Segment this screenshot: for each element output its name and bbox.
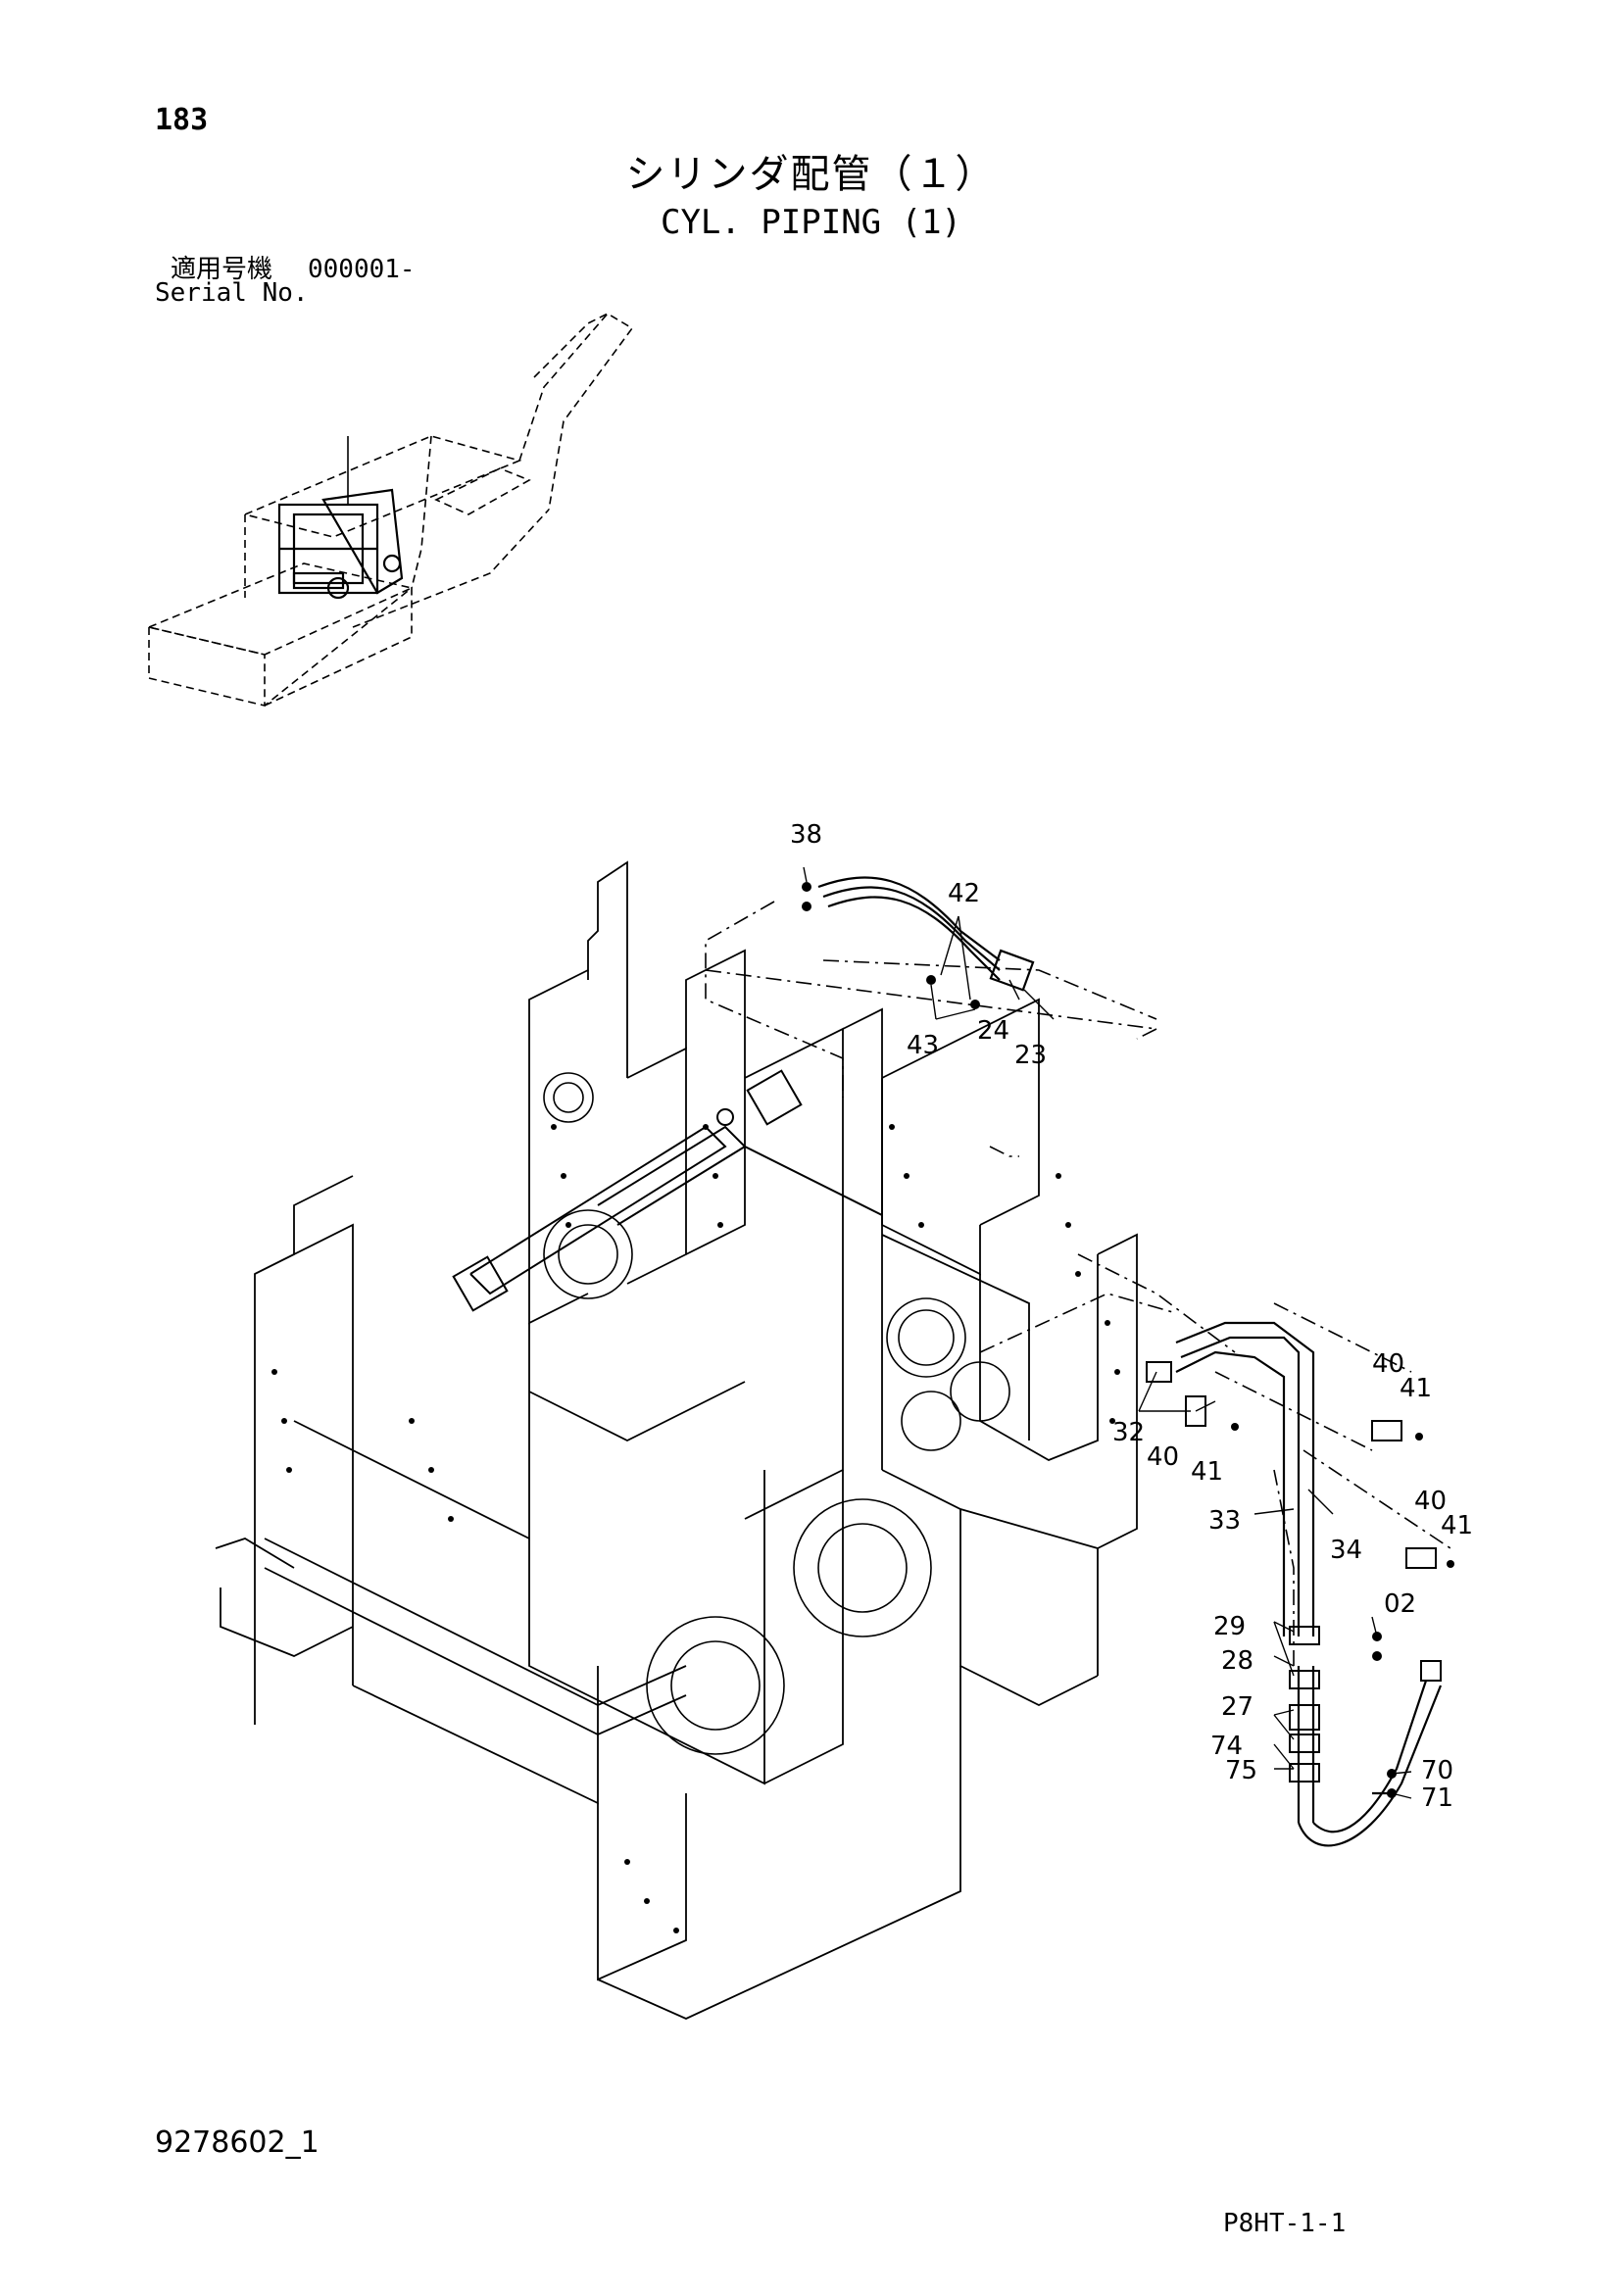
serial-label-en: Serial No. xyxy=(155,278,309,308)
callout-41-mid: 41 xyxy=(1191,1457,1223,1487)
callout-33: 33 xyxy=(1208,1506,1241,1536)
callout-02: 02 xyxy=(1384,1589,1416,1619)
callout-27: 27 xyxy=(1221,1692,1253,1722)
page-code: P8HT-1-1 xyxy=(1223,2209,1347,2238)
callout-43: 43 xyxy=(907,1031,939,1060)
callout-42: 42 xyxy=(948,879,980,908)
callout-28: 28 xyxy=(1221,1646,1253,1676)
callout-38: 38 xyxy=(790,820,822,850)
page-title-en: CYL. PIPING (1) xyxy=(660,203,962,242)
callout-41-top: 41 xyxy=(1400,1374,1432,1403)
serial-value: 000001- xyxy=(308,255,416,284)
drawing-number: 9278602_1 xyxy=(155,2125,319,2160)
callout-40-mid: 40 xyxy=(1147,1442,1179,1472)
callout-71: 71 xyxy=(1421,1783,1453,1813)
callout-29: 29 xyxy=(1213,1612,1246,1641)
callout-41-low: 41 xyxy=(1441,1511,1473,1540)
page-title-jp: シリンダ配管（１） xyxy=(625,152,997,197)
callout-40-low: 40 xyxy=(1414,1487,1447,1516)
callout-34: 34 xyxy=(1330,1536,1362,1565)
callout-24: 24 xyxy=(977,1016,1009,1046)
serial-label-jp: 適用号機 xyxy=(171,255,273,284)
callout-40-top: 40 xyxy=(1372,1349,1404,1379)
callout-75: 75 xyxy=(1225,1756,1257,1785)
callout-70: 70 xyxy=(1421,1756,1453,1785)
callout-74: 74 xyxy=(1210,1732,1243,1761)
page-number: 183 xyxy=(155,103,209,137)
callout-32: 32 xyxy=(1112,1418,1145,1447)
callout-23: 23 xyxy=(1014,1041,1047,1070)
